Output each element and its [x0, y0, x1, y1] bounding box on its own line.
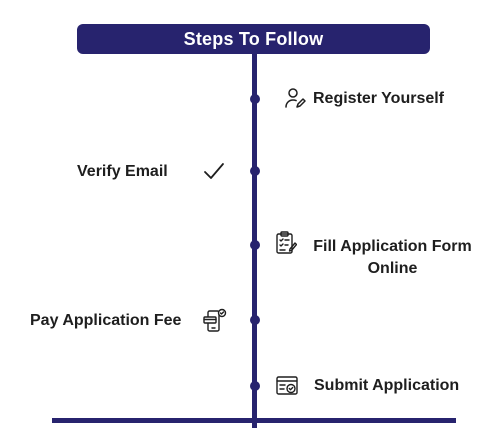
header-banner: Steps To Follow [77, 24, 430, 54]
user-edit-icon [283, 86, 307, 110]
timeline-dot-1 [250, 94, 260, 104]
timeline-dot-4 [250, 315, 260, 325]
timeline-dot-3 [250, 240, 260, 250]
step-label-verify-email: Verify Email [77, 163, 168, 180]
clipboard-form-icon [275, 231, 297, 255]
step-label-fill-form: Fill Application Form Online [313, 238, 472, 277]
id-card-check-icon [275, 374, 299, 398]
timeline-baseline [52, 418, 456, 423]
mobile-payment-icon [203, 307, 227, 333]
step-label-submit: Submit Application [314, 377, 460, 394]
header-title: Steps To Follow [183, 28, 324, 49]
step-label-register: Register Yourself [313, 90, 445, 107]
step-label-pay-fee: Pay Application Fee [30, 312, 182, 329]
timeline-dot-2 [250, 166, 260, 176]
checkmark-icon [203, 160, 225, 182]
timeline-dot-5 [250, 381, 260, 391]
